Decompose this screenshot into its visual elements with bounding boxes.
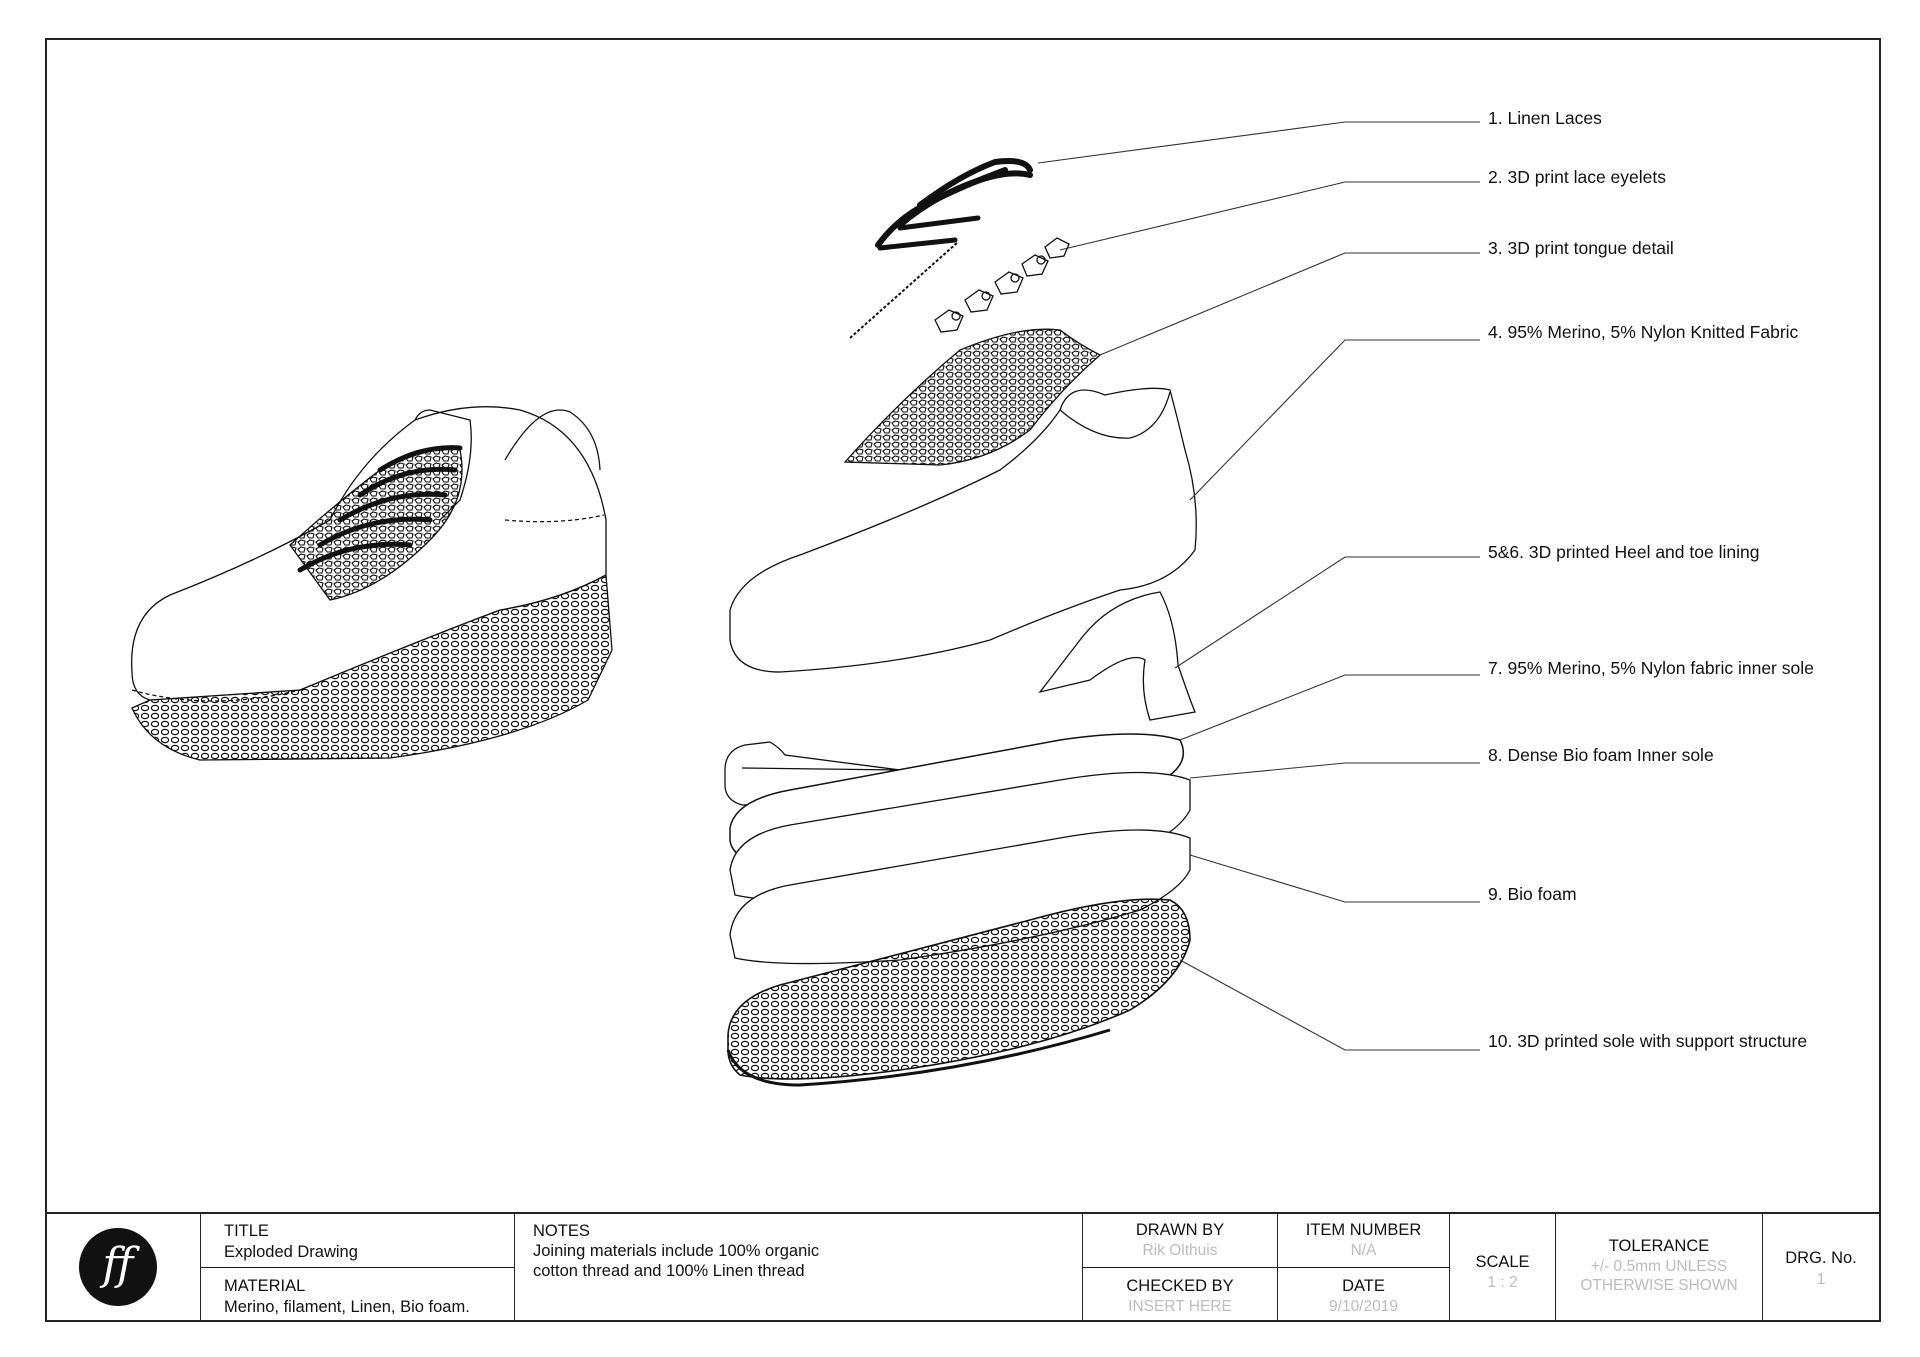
notes-label: NOTES	[533, 1222, 590, 1240]
callout-dense-foam: 8. Dense Bio foam Inner sole	[1488, 745, 1714, 765]
material-label: MATERIAL	[224, 1277, 306, 1295]
part-printed-sole	[726, 898, 1191, 1087]
part-heel-lining	[1038, 591, 1196, 721]
callout-tongue: 3. 3D print tongue detail	[1488, 238, 1674, 258]
part-upper	[729, 387, 1197, 673]
notes-line-1: Joining materials include 100% organic	[533, 1242, 820, 1260]
callout-bio-foam: 9. Bio foam	[1488, 884, 1577, 904]
material-value: Merino, filament, Linen, Bio foam.	[224, 1298, 470, 1316]
part-eyelets	[934, 237, 1070, 333]
leader-inner-sole	[1179, 674, 1480, 741]
notes-line-2: cotton thread and 100% Linen thread	[533, 1262, 805, 1280]
drawing-sheet	[45, 38, 1881, 1322]
checked-by-value: INSERT HERE	[1128, 1298, 1232, 1315]
assembled-collar	[504, 409, 601, 471]
title-label: TITLE	[224, 1222, 269, 1240]
title-material-cell: TITLE Exploded Drawing MATERIAL Merino, …	[201, 1214, 515, 1322]
date-label: DATE	[1342, 1277, 1385, 1295]
drg-number-label: DRG. No.	[1785, 1249, 1857, 1267]
assembled-stitch	[504, 514, 605, 523]
leader-upper	[1189, 339, 1480, 501]
item-number-value: N/A	[1350, 1242, 1377, 1259]
callout-printed-sole: 10. 3D printed sole with support structu…	[1488, 1031, 1808, 1051]
leader-bio-foam	[1189, 854, 1480, 903]
assembled-lace-2	[317, 516, 433, 548]
leader-eyelets	[1059, 181, 1480, 251]
drawn-by-value: Rik Olthuis	[1142, 1242, 1218, 1259]
scale-label: SCALE	[1475, 1253, 1530, 1271]
tolerance-line-2: OTHERWISE SHOWN	[1580, 1277, 1738, 1294]
logo-cell: ff	[45, 1214, 201, 1322]
date-value: 9/10/2019	[1329, 1298, 1398, 1315]
company-logo: ff	[79, 1228, 157, 1306]
callout-laces: 1. Linen Laces	[1488, 108, 1602, 128]
assembled-tongue	[414, 409, 472, 521]
part-tongue-detail	[843, 328, 1102, 466]
callout-upper: 4. 95% Merino, 5% Nylon Knitted Fabric	[1488, 322, 1799, 342]
leader-printed-sole	[1179, 959, 1480, 1051]
drawn-by-label: DRAWN BY	[1135, 1221, 1225, 1239]
assembled-lace-3	[337, 491, 448, 523]
leader-laces	[1037, 121, 1480, 164]
drg-number-value: 1	[1816, 1271, 1826, 1288]
callout-eyelets: 2. 3D print lace eyelets	[1488, 167, 1667, 187]
item-date-cell: ITEM NUMBER N/A DATE 9/10/2019	[1278, 1214, 1450, 1322]
exploded-parts	[724, 158, 1197, 1087]
assembled-toe-line	[131, 689, 301, 702]
title-block: ff TITLE Exploded Drawing MATERIAL Merin…	[45, 1212, 1881, 1322]
leader-dense-foam	[1189, 762, 1480, 779]
title-value: Exploded Drawing	[224, 1243, 358, 1261]
callout-heel-toe: 5&6. 3D printed Heel and toe lining	[1488, 542, 1760, 562]
checked-by-label: CHECKED BY	[1126, 1277, 1234, 1295]
assembled-lace-5	[377, 445, 463, 473]
notes-cell: NOTES Joining materials include 100% org…	[515, 1214, 1083, 1322]
assembled-lace-4	[357, 466, 458, 498]
leader-heel-toe	[1174, 556, 1480, 669]
drawn-checked-cell: DRAWN BY Rik Olthuis CHECKED BY INSERT H…	[1083, 1214, 1278, 1322]
item-number-label: ITEM NUMBER	[1305, 1221, 1422, 1239]
callout-inner-sole: 7. 95% Merino, 5% Nylon fabric inner sol…	[1488, 658, 1814, 678]
part-laces	[849, 158, 1033, 339]
assembled-shoe	[131, 406, 613, 761]
scale-cell: SCALE 1 : 2	[1450, 1214, 1556, 1322]
tolerance-cell: TOLERANCE +/- 0.5mm UNLESS OTHERWISE SHO…	[1556, 1214, 1763, 1322]
assembled-lace-1	[297, 541, 413, 573]
leader-tongue	[1099, 252, 1480, 356]
tolerance-label: TOLERANCE	[1608, 1237, 1710, 1255]
drg-number-cell: DRG. No. 1	[1763, 1214, 1879, 1322]
scale-value: 1 : 2	[1487, 1274, 1518, 1291]
tolerance-line-1: +/- 0.5mm UNLESS	[1590, 1258, 1728, 1275]
leader-lines	[1037, 121, 1480, 1051]
